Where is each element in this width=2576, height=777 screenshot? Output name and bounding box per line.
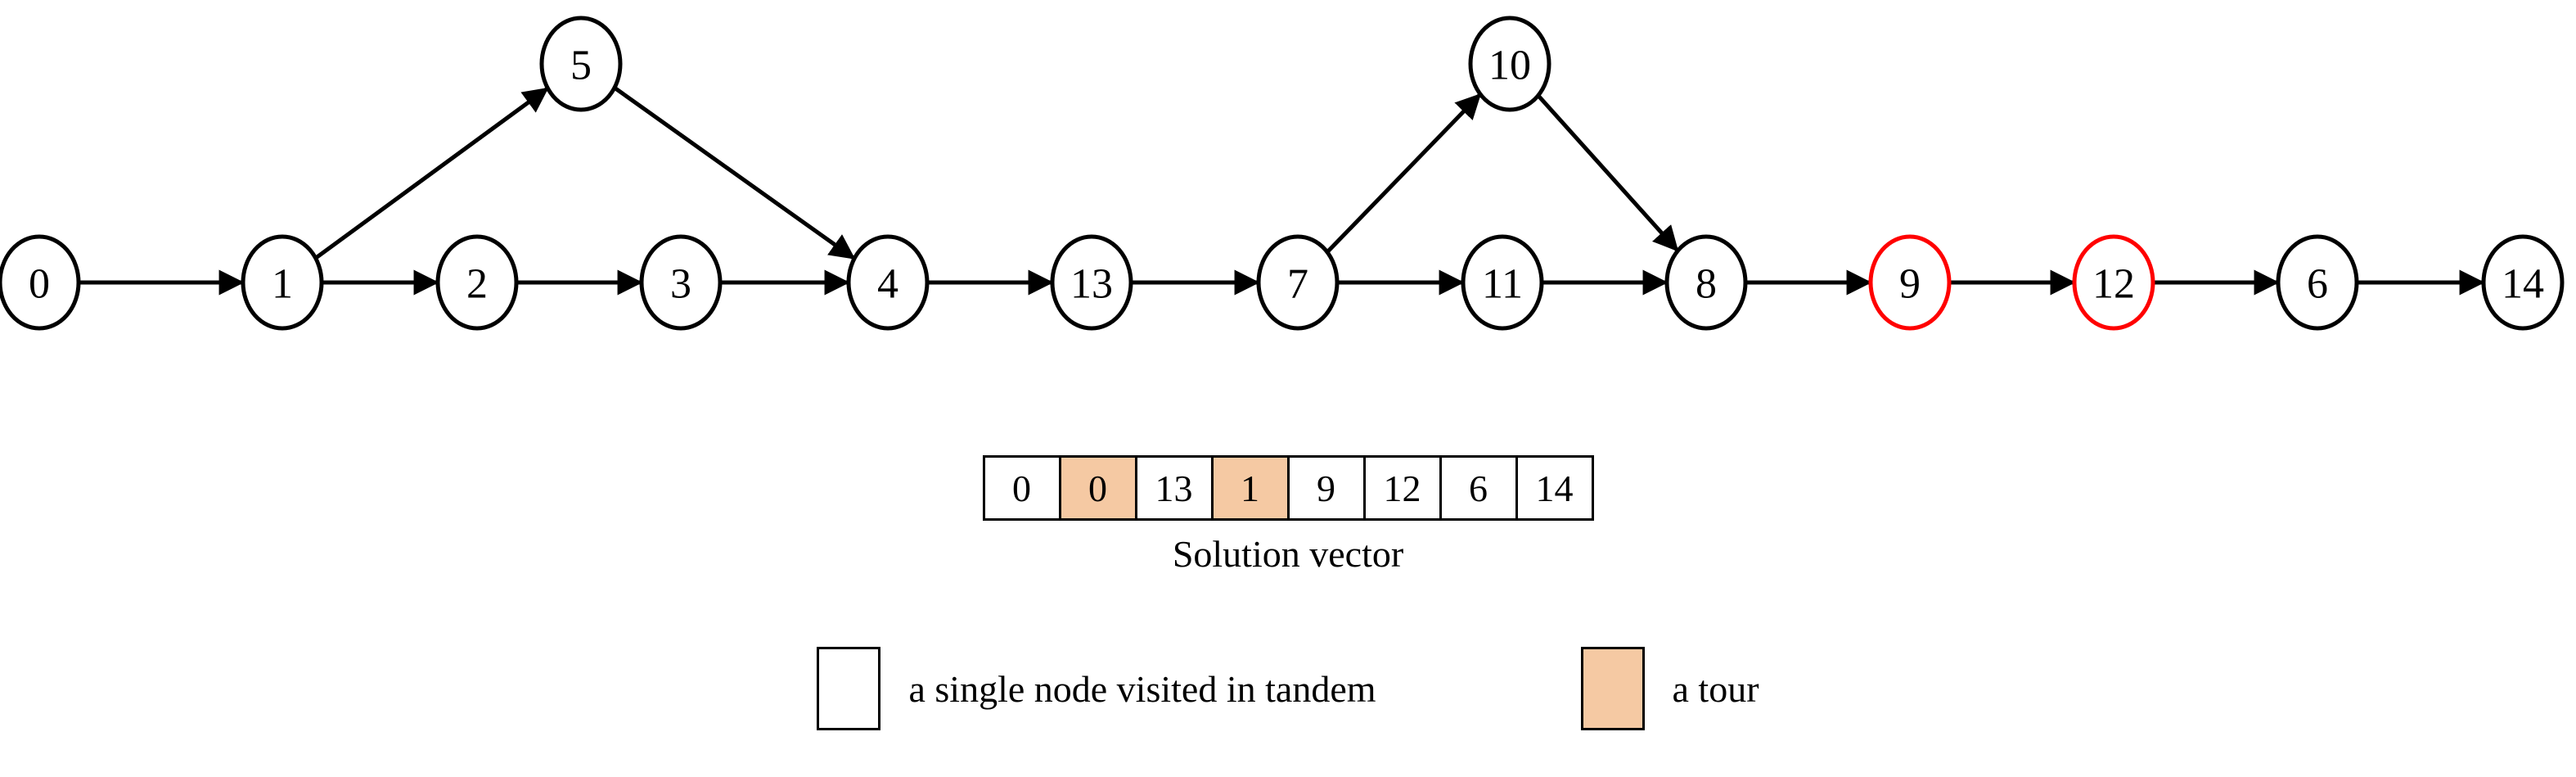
solution-vector-cell-3[interactable]: 1 [1210, 455, 1290, 521]
graph-node-3[interactable]: 3 [639, 234, 723, 331]
node-label-0: 0 [29, 261, 50, 308]
node-label-7: 7 [1287, 261, 1308, 308]
legend: a single node visited in tandem a tour [0, 647, 2576, 730]
node-label-6: 6 [2307, 261, 2328, 308]
graph-node-2[interactable]: 2 [435, 234, 519, 331]
node-label-8: 8 [1696, 261, 1717, 308]
node-label-2: 2 [466, 261, 488, 308]
graph-node-13[interactable]: 13 [1050, 234, 1133, 331]
graph-node-12[interactable]: 12 [2072, 234, 2155, 331]
graph-node-11[interactable]: 11 [1461, 234, 1544, 331]
graph-node-7[interactable]: 7 [1256, 234, 1340, 331]
legend-item-tour: a tour [1580, 647, 1759, 730]
solution-vector-cell-1[interactable]: 0 [1058, 455, 1137, 521]
node-label-10: 10 [1488, 43, 1531, 89]
edge-7-to-10 [1326, 93, 1482, 254]
graph-node-9[interactable]: 9 [1868, 234, 1952, 331]
edges-layer [79, 86, 2485, 296]
node-label-11: 11 [1482, 261, 1523, 308]
legend-label-single-node: a single node visited in tandem [908, 667, 1376, 710]
solution-vector-cell-2[interactable]: 13 [1134, 455, 1214, 521]
node-label-3: 3 [670, 261, 691, 308]
solution-vector-cell-7[interactable]: 14 [1515, 455, 1594, 521]
solution-vector-cell-6[interactable]: 6 [1439, 455, 1518, 521]
node-circle-6 [2276, 234, 2359, 331]
node-circle-4 [846, 234, 930, 331]
node-label-14: 14 [2502, 261, 2544, 308]
graph-node-10[interactable]: 10 [1468, 16, 1551, 112]
legend-swatch-tour [1580, 647, 1645, 730]
node-circle-0 [0, 234, 81, 331]
legend-label-tour: a tour [1672, 667, 1759, 710]
node-circle-2 [435, 234, 519, 331]
edge-1-to-5 [314, 86, 549, 260]
node-circle-13 [1050, 234, 1133, 331]
node-label-13: 13 [1070, 261, 1113, 308]
solution-vector-cell-5[interactable]: 12 [1362, 455, 1442, 521]
node-circle-14 [2481, 234, 2565, 331]
graph-node-14[interactable]: 14 [2481, 234, 2565, 331]
graph-node-6[interactable]: 6 [2276, 234, 2359, 331]
node-circle-11 [1461, 234, 1544, 331]
node-circle-8 [1664, 234, 1748, 331]
solution-vector-cell-4[interactable]: 9 [1286, 455, 1366, 521]
graph-node-1[interactable]: 1 [241, 234, 324, 331]
solution-vector-caption: Solution vector [1172, 533, 1404, 575]
graph-node-5[interactable]: 5 [539, 16, 623, 112]
node-circle-7 [1256, 234, 1340, 331]
node-circle-10 [1468, 16, 1551, 112]
solution-vector-cell-0[interactable]: 0 [982, 455, 1061, 521]
legend-swatch-white [817, 647, 881, 730]
edge-5-to-4 [613, 86, 856, 260]
edge-10-to-8 [1536, 93, 1680, 253]
node-label-5: 5 [570, 43, 592, 89]
node-label-1: 1 [272, 261, 293, 308]
node-label-9: 9 [1899, 261, 1921, 308]
node-circle-12 [2072, 234, 2155, 331]
node-circle-1 [241, 234, 324, 331]
graph-node-8[interactable]: 8 [1664, 234, 1748, 331]
node-label-12: 12 [2092, 261, 2135, 308]
node-label-4: 4 [877, 261, 898, 308]
legend-item-single-node: a single node visited in tandem [817, 647, 1376, 730]
node-circle-5 [539, 16, 623, 112]
node-circle-9 [1868, 234, 1952, 331]
graph-node-0[interactable]: 0 [0, 234, 81, 331]
node-circle-3 [639, 234, 723, 331]
graph-node-4[interactable]: 4 [846, 234, 930, 331]
